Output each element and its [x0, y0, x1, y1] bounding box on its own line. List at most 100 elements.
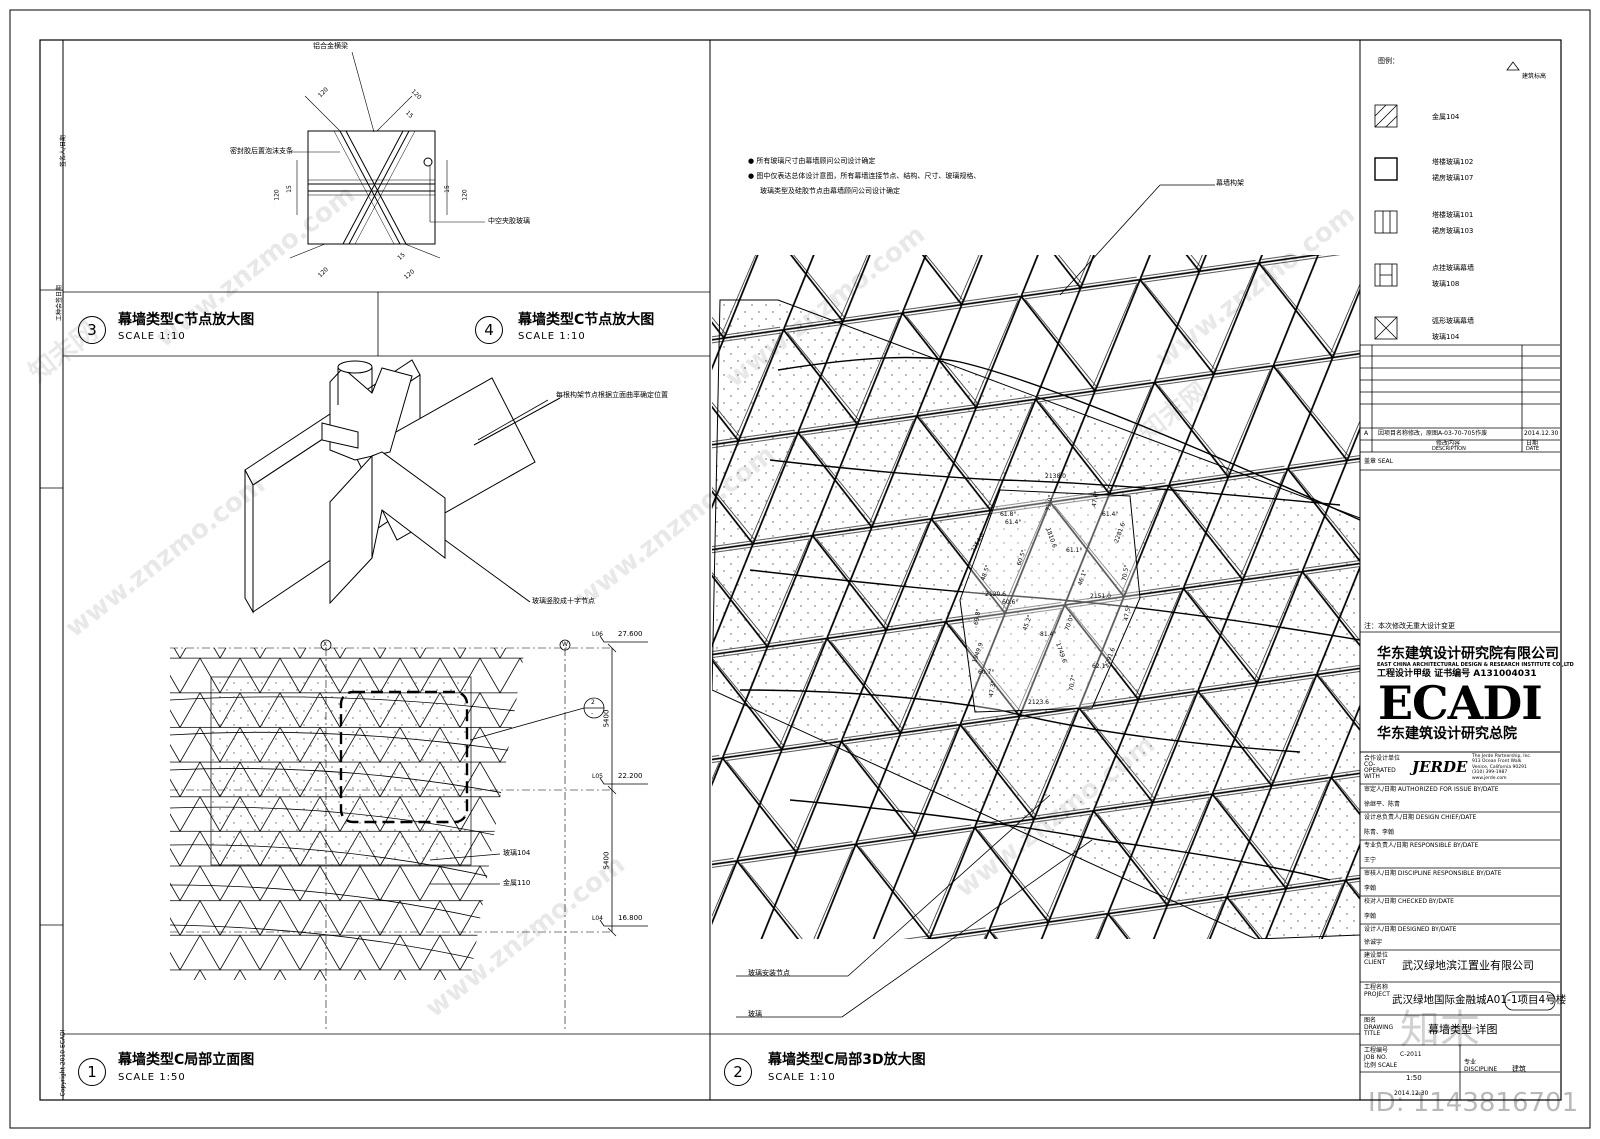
general-note: 玻璃类型及硅胶节点由幕墙顾问公司设计确定 [760, 187, 900, 195]
material-label: 玻璃104 [503, 849, 531, 857]
signature-name: 徐诚宇 [1364, 939, 1383, 946]
signature-role: 专业负责人/日期 RESPONSIBLE BY/DATE [1364, 842, 1479, 849]
revision-header: 修改内容 [1436, 440, 1461, 447]
signature-role: 审核人/日期 DISCIPLINE RESPONSIBLE BY/DATE [1364, 870, 1502, 877]
level-value: 22.200 [618, 772, 643, 780]
revision-date: 2014.12.30 [1524, 430, 1559, 437]
coop-label: 合作设计单位 CO-OPERATED WITH [1364, 755, 1401, 780]
span-dimension: 5400 [602, 851, 611, 870]
node-detail-drawing [289, 51, 485, 259]
callout-number: 2 [591, 699, 595, 706]
side-strip-label: 工种会签日期 [56, 284, 64, 322]
legend-item: 玻璃104 [1432, 333, 1460, 341]
three-d-drawing [477, 184, 1360, 1018]
elevation-drawing [170, 635, 648, 1030]
drawing-title: 幕墙类型 详图 [1428, 1023, 1498, 1036]
angle-label: 61.1° [1066, 547, 1083, 554]
view-number: 3 [78, 316, 106, 344]
project-label: 工程名称 PROJECT [1364, 984, 1390, 998]
certificate: 工程设计甲级 证书编号 A131004031 [1377, 669, 1537, 679]
company-english: EAST CHINA ARCHITECTURAL DESIGN & RESEAR… [1377, 662, 1574, 668]
title-block-grid [1360, 61, 1560, 1100]
leader-label: 玻璃安装节点 [748, 969, 790, 977]
view-scale: SCALE 1:10 [118, 331, 186, 342]
callout-sheet: - [591, 710, 594, 717]
span-dimension: 5400 [602, 709, 611, 728]
angle-label: 61.4° [1005, 519, 1022, 526]
general-note: ● 图中仅表达总体设计意图，所有幕墙连接节点、结构、尺寸、玻璃规格、 [748, 172, 981, 180]
grid-mark: X [323, 641, 328, 648]
general-note: ● 所有玻璃尺寸由幕墙顾问公司设计确定 [748, 157, 876, 165]
view-scale: SCALE 1:10 [768, 1072, 836, 1083]
leader-label: 密封胶后置泡沫支条 [230, 147, 293, 155]
leader-label: 幕墙构架 [1216, 179, 1244, 187]
watermark-stamp: 知末 [1400, 1007, 1480, 1053]
job-number: C-2011 [1400, 1051, 1422, 1058]
signature-role: 审定人/日期 AUTHORIZED FOR ISSUE BY/DATE [1364, 786, 1499, 793]
level-value: 16.800 [618, 914, 643, 922]
signature-role: 校对人/日期 CHECKED BY/DATE [1364, 898, 1454, 905]
legend-item: 点挂玻璃幕墙 [1432, 264, 1474, 272]
dimension: 15 [443, 185, 451, 193]
issue-date: 2014.12.30 [1394, 1090, 1429, 1097]
company-name: 华东建筑设计研究院有限公司 [1377, 646, 1559, 662]
scale-label: 比例 SCALE [1364, 1062, 1398, 1069]
legend-item: 弧形玻璃幕墙 [1432, 317, 1474, 325]
legend-item: 玻璃108 [1432, 280, 1460, 288]
glass-dimension: 2138.0 [1045, 473, 1066, 480]
signature-role: 设计人/日期 DESIGNED BY/DATE [1364, 926, 1457, 933]
level-tag: L05 [592, 773, 603, 780]
jerde-address: The Jerde Partnership, Inc. 913 Ocean Fr… [1472, 754, 1552, 781]
legend-item: 金属104 [1432, 113, 1460, 121]
signature-name: 陈青、李翰 [1364, 829, 1395, 836]
angle-label: 61.4° [1102, 511, 1119, 518]
watermark-id: ID: 1143816701 [1368, 1088, 1579, 1118]
view-scale: SCALE 1:10 [518, 331, 586, 342]
signature-name: 李翰 [1364, 913, 1377, 920]
leader-label: 玻璃竖胶成十字节点 [532, 597, 595, 605]
revision-description: 因项目名称修改，原图A-03-70-705作废 [1378, 430, 1488, 437]
legend-item: 塔楼玻璃101 [1432, 211, 1474, 219]
glass-dimension: 2120.6 [985, 591, 1006, 598]
leader-label: 玻璃 [748, 1010, 762, 1018]
angle-label: 62.1° [1092, 663, 1109, 670]
jerde-logo: JERDE [1412, 758, 1468, 776]
signature-name: 王宁 [1364, 857, 1377, 864]
leader-label: 中空夹胶玻璃 [488, 217, 530, 225]
view-number: 2 [724, 1058, 752, 1086]
legend-corner-label: 建筑标高 [1522, 73, 1547, 80]
scale-value: 1:50 [1406, 1074, 1422, 1082]
client-name: 武汉绿地滨江置业有限公司 [1402, 959, 1534, 972]
view-scale: SCALE 1:50 [118, 1072, 186, 1083]
signature-role: 设计总负责人/日期 DESIGN CHIEF/DATE [1364, 814, 1477, 821]
legend-heading: 图例： [1378, 57, 1399, 65]
job-label: 工程编号 JOB NO. [1364, 1047, 1389, 1061]
company-logo: ECADI [1378, 676, 1543, 730]
revision-mark: A [1364, 430, 1369, 437]
address-line: www.jerde.com [1472, 775, 1507, 781]
discipline-value: 建筑 [1512, 1065, 1526, 1073]
drawing-title-label: 图名 DRAWING TITLE [1364, 1017, 1394, 1038]
signature-name: 徐继平、陈青 [1364, 801, 1401, 808]
angle-label: 61.8° [1000, 511, 1017, 518]
angle-label: 60.6° [1002, 599, 1019, 606]
legend-item: 裙房玻璃103 [1432, 227, 1474, 235]
address-line: The Jerde Partnership, Inc. [1472, 754, 1532, 759]
address-line: 913 Ocean Front Walk [1472, 759, 1522, 765]
angle-label: 81.4° [1040, 631, 1057, 638]
view-number: 4 [475, 316, 503, 344]
grid-mark: W [562, 641, 568, 648]
revision-header: 日期 [1526, 440, 1539, 447]
leader-label: 铝合金横梁 [313, 42, 348, 50]
material-label: 金属110 [503, 879, 531, 887]
view-title: 幕墙类型C节点放大图 [118, 312, 255, 328]
dimension: 120 [461, 189, 469, 201]
revision-header: DATE [1526, 446, 1540, 452]
view-number: 1 [78, 1058, 106, 1086]
seal-label: 盖章 SEAL [1364, 458, 1393, 465]
company-subtitle: 华东建筑设计研究总院 [1377, 726, 1517, 742]
level-tag: L06 [592, 631, 603, 638]
revision-note: 注：本次修改无重大设计变更 [1364, 622, 1455, 630]
iso-node-drawing [244, 359, 561, 614]
